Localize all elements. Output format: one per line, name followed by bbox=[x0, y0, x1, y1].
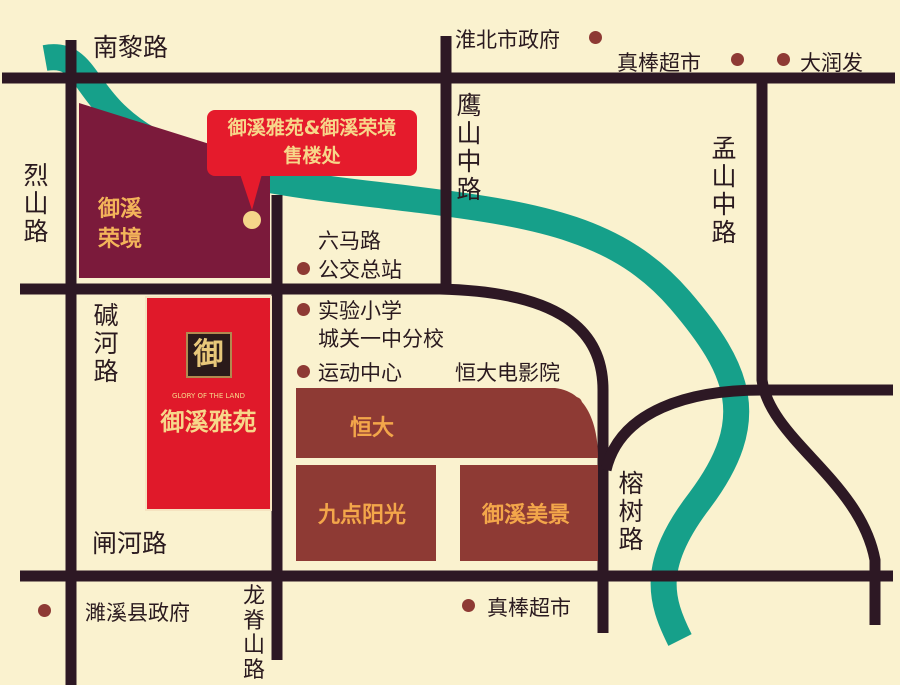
road-mengshan bbox=[756, 76, 881, 625]
poi-huaibei-gov: 淮北市政府 bbox=[455, 28, 560, 52]
poi-cinema: 恒大电影院 bbox=[455, 361, 560, 385]
poi-darunfa: 大润发 bbox=[800, 51, 863, 75]
road-curve bbox=[439, 283, 609, 633]
road-label-nanli: 南黎路 bbox=[93, 33, 169, 62]
poi-liuma-line1: 六马路 bbox=[318, 229, 381, 253]
yuxi-yayuan-block: 御 GLORY OF THE LAND 御溪雅苑 bbox=[145, 296, 272, 511]
jiudian-label: 九点阳光 bbox=[318, 503, 407, 528]
road-label-lieshan: 烈山路 bbox=[23, 161, 49, 246]
logo-tagline: GLORY OF THE LAND bbox=[172, 392, 245, 400]
poi-sports: 运动中心 bbox=[318, 361, 402, 385]
hengda-block bbox=[296, 388, 598, 458]
road-rongshu-arc bbox=[600, 384, 763, 472]
poi-school-line1: 实验小学 bbox=[318, 299, 402, 323]
poi-dot bbox=[38, 604, 51, 617]
poi-dot bbox=[297, 303, 310, 316]
poi-dot bbox=[297, 365, 310, 378]
callout-pointer bbox=[240, 174, 262, 210]
road-label-rongshu: 榕树路 bbox=[618, 469, 644, 554]
yuxi-rongjing-block bbox=[79, 103, 270, 278]
meijing-block bbox=[460, 465, 598, 561]
poi-zhenbang-bottom: 真棒超市 bbox=[487, 596, 571, 620]
road-label-jianhe: 碱河路 bbox=[93, 301, 119, 386]
poi-suixi-gov: 濉溪县政府 bbox=[85, 601, 190, 625]
poi-dot bbox=[462, 599, 475, 612]
poi-dot bbox=[297, 262, 310, 275]
callout-line2: 售楼处 bbox=[283, 145, 341, 167]
poi-dot bbox=[777, 53, 790, 66]
poi-school-line2: 城关一中分校 bbox=[318, 327, 444, 351]
poi-liuma-line2: 公交总站 bbox=[318, 258, 402, 282]
sales-office-marker bbox=[243, 211, 261, 229]
road-label-longji: 龙脊山路 bbox=[242, 584, 265, 683]
yuxi-logo: 御 bbox=[185, 332, 232, 378]
poi-zhenbang-top: 真棒超市 bbox=[617, 51, 701, 75]
callout-line1: 御溪雅苑&御溪荣境 bbox=[227, 117, 397, 139]
jiudian-block bbox=[296, 465, 436, 561]
yuxi-rongjing-label: 御溪荣境 bbox=[98, 197, 143, 252]
poi-dot bbox=[731, 53, 744, 66]
sales-office-callout: 御溪雅苑&御溪荣境 售楼处 bbox=[207, 110, 417, 176]
yuxi-yayuan-name: 御溪雅苑 bbox=[160, 408, 257, 436]
road-label-mengshan: 孟山中路 bbox=[711, 134, 737, 247]
poi-dot bbox=[569, 397, 582, 410]
road-label-yingshan: 鹰山中路 bbox=[456, 91, 482, 204]
hengda-label: 恒大 bbox=[350, 416, 395, 441]
meijing-label: 御溪美景 bbox=[482, 503, 571, 528]
road-label-zhahe: 闸河路 bbox=[92, 529, 168, 558]
poi-dot bbox=[589, 31, 602, 44]
